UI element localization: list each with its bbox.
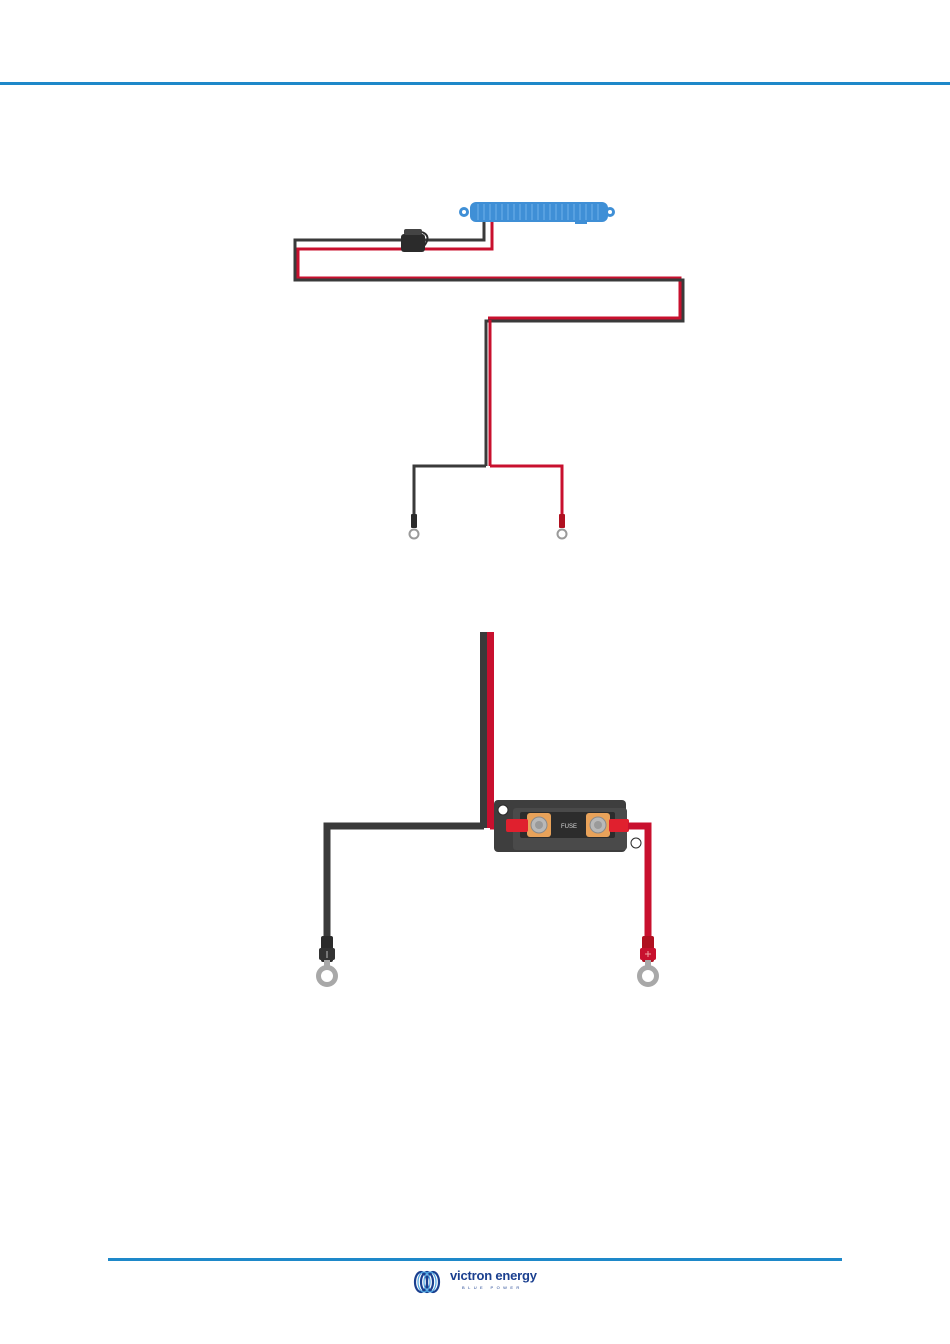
positive-cable-main xyxy=(487,632,494,828)
brand-tagline: BLUE POWER xyxy=(462,1285,523,1290)
inline-fuse-holder xyxy=(401,229,428,252)
negative-cable-main xyxy=(480,632,487,828)
footer-rule xyxy=(108,1258,842,1261)
fuse-label: FUSE xyxy=(561,824,577,830)
wiring-diagram: FUSE xyxy=(0,0,950,1250)
ring-terminal-negative-small xyxy=(410,514,419,539)
positive-lead xyxy=(490,466,562,515)
bottom-wiring-diagram: FUSE xyxy=(319,632,657,985)
negative-lead xyxy=(414,466,486,515)
negative-wire-top xyxy=(295,222,488,280)
ring-terminal-positive-small xyxy=(558,514,567,539)
ring-terminal-negative xyxy=(319,936,336,985)
fuse-block: FUSE xyxy=(494,800,641,852)
brand-name: victron energy xyxy=(450,1268,537,1283)
positive-wire-top xyxy=(298,222,680,318)
monitor-device xyxy=(459,202,615,224)
top-wiring-diagram xyxy=(295,202,683,539)
ring-terminal-positive xyxy=(640,936,657,985)
negative-cable-branch xyxy=(327,826,484,940)
